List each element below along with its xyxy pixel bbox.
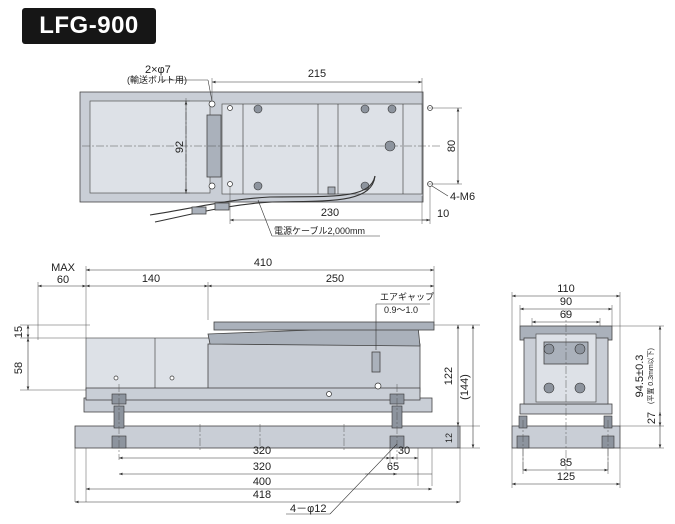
dim-122: 122 xyxy=(443,367,455,385)
dim-58: 58 xyxy=(13,362,25,374)
model-title: LFG-900 xyxy=(39,12,139,39)
front-view-screw xyxy=(169,375,175,381)
front-view-mid-frame xyxy=(85,387,421,401)
dim-80: 80 xyxy=(446,140,458,152)
front-view-base-plate xyxy=(74,425,461,449)
cable-connector xyxy=(191,206,207,215)
dim-418: 418 xyxy=(253,489,271,501)
dim-10: 10 xyxy=(437,208,449,220)
top-view: 215 92 80 4-M6 230 10 2×φ7 (輸送ボルト用) 電源ケー… xyxy=(79,64,475,237)
side-view-bolt xyxy=(543,343,555,355)
front-view-screw xyxy=(374,382,382,390)
bolt-head xyxy=(384,140,396,152)
front-view: 410 140 250 MAX 60 エアギャップ 0.9～1.0 15 58 … xyxy=(13,257,480,515)
dim-250: 250 xyxy=(326,273,344,285)
cable-label: 電源ケーブル2,000mm xyxy=(274,225,365,236)
front-view-screw xyxy=(326,391,332,397)
side-view: 110 90 69 94.5±0.3 (平置 0.3mm以下) 27 85 12… xyxy=(511,283,664,488)
side-view-bolt xyxy=(543,382,555,394)
bolt-head xyxy=(360,104,370,114)
mount-hole xyxy=(227,105,233,111)
dim-60: 60 xyxy=(57,274,69,286)
dim-410: 410 xyxy=(254,257,272,269)
bolt-head xyxy=(387,104,397,114)
title-badge: LFG-900 xyxy=(22,8,156,44)
dim-320-lower: 320 xyxy=(253,461,271,473)
side-view-bolt xyxy=(574,382,586,394)
dim-12: 12 xyxy=(444,433,454,443)
dim-320-upper: 320 xyxy=(253,445,271,457)
dim-230: 230 xyxy=(321,207,339,219)
dim-90: 90 xyxy=(560,296,572,308)
thread-label: 4-M6 xyxy=(450,191,475,203)
top-view-hopper xyxy=(89,100,211,194)
dim-215: 215 xyxy=(308,68,326,80)
hole-note: (輸送ボルト用) xyxy=(127,74,187,85)
foot-hole-label: 4－φ12 xyxy=(290,503,327,515)
transport-bolt-hole xyxy=(208,182,216,190)
cable-connector xyxy=(214,202,230,211)
dim-27: 27 xyxy=(646,412,658,424)
bolt-head xyxy=(253,104,263,114)
dim-30: 30 xyxy=(398,445,410,457)
air-gap-label: エアギャップ xyxy=(380,292,434,302)
dim-69: 69 xyxy=(560,309,572,321)
front-view-hopper xyxy=(85,337,215,391)
dim-140: 140 xyxy=(142,273,160,285)
height-note: (平置 0.3mm以下) xyxy=(647,348,655,404)
dim-15: 15 xyxy=(13,326,25,338)
front-view-trough xyxy=(207,343,421,393)
dim-125: 125 xyxy=(557,471,575,483)
air-gap-range: 0.9～1.0 xyxy=(384,305,418,315)
mount-hole xyxy=(227,181,233,187)
side-view-bolt xyxy=(574,343,586,355)
dim-144: (144) xyxy=(459,374,471,400)
hole-label: 2×φ7 xyxy=(145,64,171,76)
max-label: MAX xyxy=(51,262,76,274)
transport-bolt-hole xyxy=(208,100,216,108)
dim-94-5: 94.5±0.3 xyxy=(634,355,646,398)
dim-65: 65 xyxy=(387,461,399,473)
dim-110: 110 xyxy=(557,283,575,295)
front-view-screw xyxy=(113,375,119,381)
cable-gland xyxy=(327,186,336,195)
front-view-air-gap-block xyxy=(371,351,381,373)
bolt-head xyxy=(253,181,263,191)
dim-85: 85 xyxy=(560,457,572,469)
dim-400: 400 xyxy=(253,476,271,488)
dim-92: 92 xyxy=(174,141,186,153)
front-view-top-plate xyxy=(213,321,435,331)
